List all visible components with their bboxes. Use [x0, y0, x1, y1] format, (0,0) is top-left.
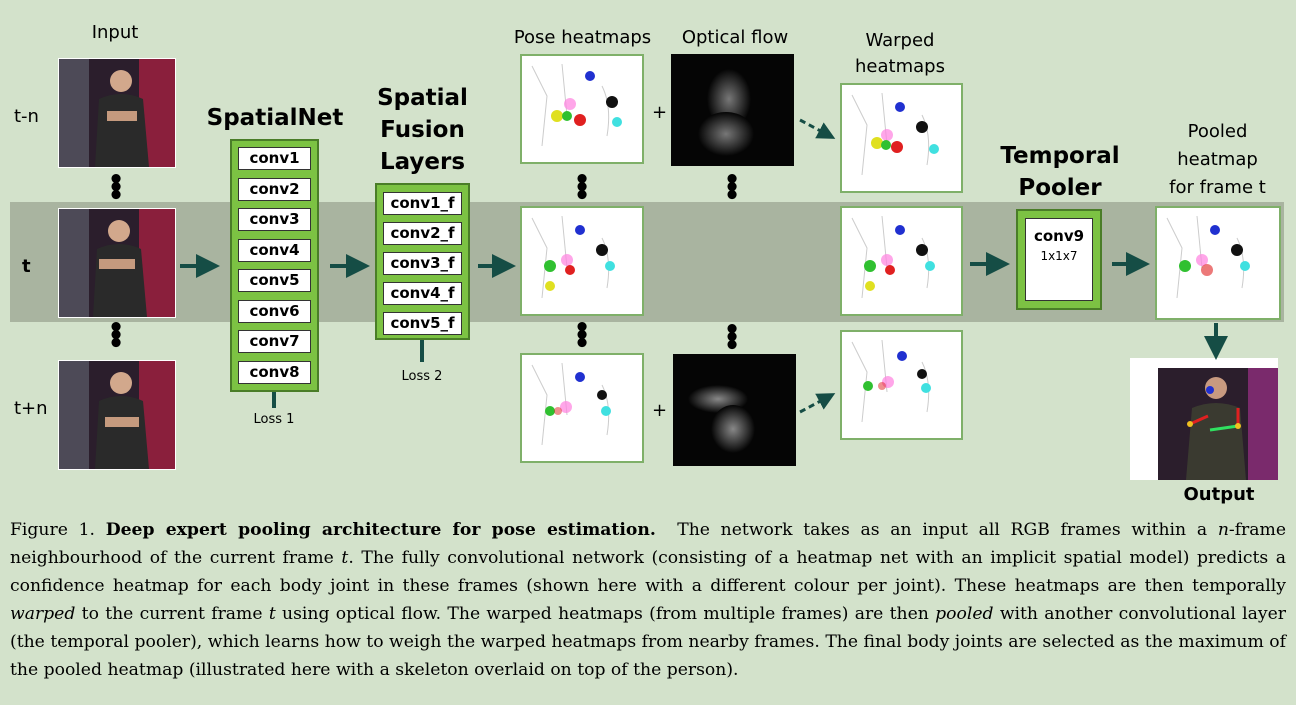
row-label-t-plus-n: t+n — [14, 398, 48, 419]
conv9-label: conv9 — [1033, 227, 1085, 245]
spatialnet-layer: conv1 — [238, 147, 311, 170]
temporal-pooler-block: conv9 1x1x7 — [1016, 209, 1102, 310]
spatialnet-layer: conv3 — [238, 208, 311, 231]
input-frame-t-plus-n — [58, 360, 176, 470]
spatialnet-layer: conv8 — [238, 361, 311, 384]
figure-caption: Figure 1. Deep expert pooling architectu… — [10, 516, 1286, 684]
caption-text: to the current frame — [81, 604, 263, 624]
spatialnet-layer: conv6 — [238, 300, 311, 323]
output-label: Output — [1183, 484, 1255, 505]
pooled-label-line1: Pooled — [1187, 121, 1248, 142]
warped-label-line1: Warped — [865, 30, 935, 51]
optical-flow-label: Optical flow — [681, 27, 789, 48]
loss-2-label: Loss 2 — [401, 369, 443, 384]
input-frame-t-minus-n — [58, 58, 176, 168]
caption-text: The network takes as an input all RGB fr… — [677, 520, 1208, 540]
pose-heatmap-t-plus-n — [520, 353, 644, 463]
input-label: Input — [91, 22, 139, 43]
fusion-layer: conv2_f — [383, 222, 462, 245]
caption-text: -frame neighbourhood of the current fram… — [10, 520, 1286, 568]
fusion-title-line1: Spatial — [377, 85, 468, 111]
fusion-title-line3: Layers — [379, 149, 466, 175]
heatmap-image — [531, 362, 611, 446]
heatmap-image — [851, 339, 931, 423]
fusion-layer: conv4_f — [383, 282, 462, 305]
caption-text: using optical flow. The warped heatmaps … — [282, 604, 929, 624]
caption-text: with another convolutional layer (the te… — [10, 604, 1286, 680]
heatmap-image — [851, 215, 935, 299]
pooled-label-line2: heatmap — [1177, 149, 1258, 170]
heatmap-image — [1166, 215, 1250, 299]
pooler-title: Temporal Pooler — [995, 140, 1125, 204]
warped-heatmaps-label: Warped heatmaps — [845, 28, 955, 80]
caption-emph-warped: warped — [10, 604, 76, 624]
input-frame-image — [59, 361, 175, 469]
conv9-kernel: 1x1x7 — [1040, 249, 1078, 263]
optical-flow-t-minus-n — [671, 54, 794, 166]
caption-math-t: t — [268, 604, 276, 624]
pooler-title-line1: Temporal — [1000, 143, 1120, 169]
loss-1-label: Loss 1 — [253, 412, 295, 427]
spatialnet-layer: conv7 — [238, 330, 311, 353]
fusion-layer: conv1_f — [383, 192, 462, 215]
caption-text: . The fully convolutional network (consi… — [10, 548, 1287, 596]
output-skeleton-image — [1158, 368, 1278, 480]
fusion-stack: conv1_f conv2_f conv3_f conv4_f conv5_f — [375, 183, 470, 340]
pooled-label-line3: for frame t — [1169, 177, 1266, 198]
caption-emph-pooled: pooled — [935, 604, 994, 624]
input-frame-image — [59, 209, 175, 317]
pooled-heatmap-label: Pooled heatmap for frame t — [1155, 118, 1280, 202]
flow-image — [688, 385, 755, 453]
warped-heatmap-t — [840, 206, 963, 316]
caption-math-n: n — [1217, 520, 1229, 540]
plus-sign: + — [652, 102, 668, 123]
spatialnet-title: SpatialNet — [206, 105, 344, 131]
caption-title: Deep expert pooling architecture for pos… — [105, 520, 656, 540]
pose-heatmaps-label: Pose heatmaps — [513, 27, 652, 48]
conv9-layer: conv9 1x1x7 — [1025, 218, 1093, 301]
spatialnet-layer: conv2 — [238, 178, 311, 201]
input-frame-image — [59, 59, 175, 167]
pose-heatmap-t-minus-n — [520, 54, 644, 164]
pooled-heatmap — [1155, 206, 1281, 320]
row-label-t: t — [22, 256, 31, 277]
warped-label-line2: heatmaps — [855, 56, 945, 77]
warped-heatmap-t-minus-n — [840, 83, 963, 193]
flow-image — [698, 69, 754, 156]
spatialnet-stack: conv1 conv2 conv3 conv4 conv5 conv6 conv… — [230, 139, 319, 392]
spatialnet-layer: conv4 — [238, 239, 311, 262]
fusion-layer: conv5_f — [383, 312, 462, 335]
dashed-arrow — [799, 393, 836, 414]
heatmap-image — [531, 215, 615, 299]
row-label-t-minus-n: t-n — [14, 106, 39, 127]
spatialnet-layer: conv5 — [238, 269, 311, 292]
plus-sign: + — [652, 400, 668, 421]
output-image — [1130, 358, 1278, 480]
optical-flow-t-plus-n — [673, 354, 796, 466]
caption-math-t: t — [341, 548, 349, 568]
heatmap-image — [531, 63, 622, 147]
fusion-layer: conv3_f — [383, 252, 462, 275]
pooler-title-line2: Pooler — [1018, 175, 1102, 201]
fusion-title: Spatial Fusion Layers — [360, 82, 485, 178]
heatmap-image — [851, 92, 939, 176]
fusion-title-line2: Fusion — [380, 117, 465, 143]
input-frame-t — [58, 208, 176, 318]
dashed-arrow — [799, 118, 836, 139]
warped-heatmap-t-plus-n — [840, 330, 963, 440]
pose-heatmap-t — [520, 206, 644, 316]
caption-prefix: Figure 1. — [10, 520, 95, 540]
